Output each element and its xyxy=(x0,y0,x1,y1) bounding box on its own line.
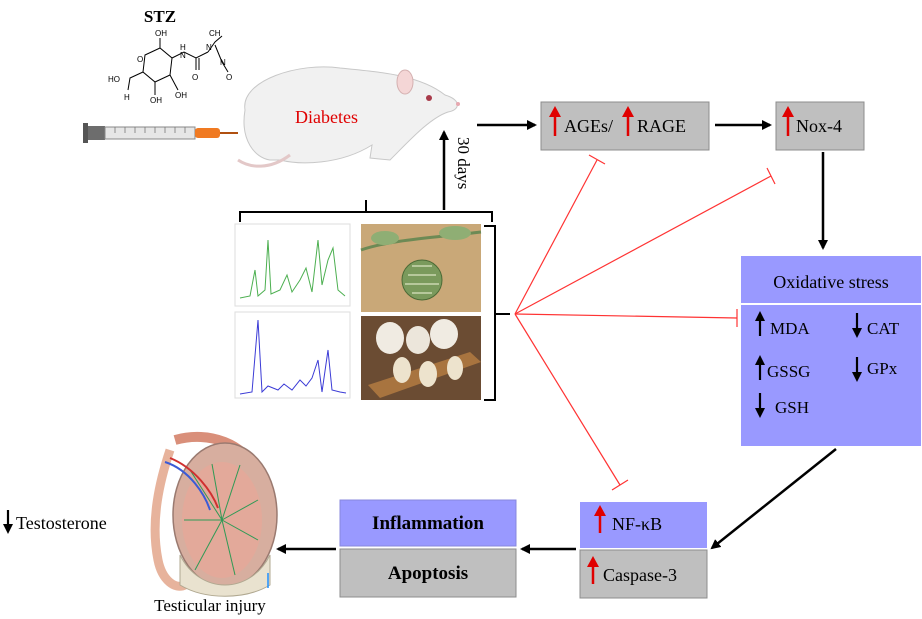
svg-text:OH: OH xyxy=(175,91,187,100)
svg-text:HO: HO xyxy=(108,75,120,84)
svg-text:N: N xyxy=(220,58,226,67)
svg-text:OH: OH xyxy=(150,96,162,105)
oxidative-stress-title: Oxidative stress xyxy=(773,272,888,292)
down-arrow-icon xyxy=(755,313,862,418)
caspase3-box xyxy=(579,549,708,599)
diabetes-label: Diabetes xyxy=(295,107,358,127)
svg-text:H: H xyxy=(180,43,186,52)
gpx-label: GPx xyxy=(867,359,898,378)
inflammation-label: Inflammation xyxy=(372,513,484,534)
svg-text:CH: CH xyxy=(209,29,221,38)
testosterone-label: Testosterone xyxy=(16,513,107,533)
svg-text:N: N xyxy=(180,51,186,60)
inflammation-box xyxy=(339,499,517,547)
inhibition-lines xyxy=(514,154,776,491)
up-arrow-icon xyxy=(782,106,794,136)
cat-label: CAT xyxy=(867,319,900,338)
up-arrow-icon xyxy=(587,556,599,584)
stz-label: STZ xyxy=(144,7,176,26)
apoptosis-box xyxy=(339,548,517,598)
garlic-image xyxy=(361,316,481,400)
syringe-icon xyxy=(83,123,238,143)
svg-text:O: O xyxy=(226,73,232,82)
stz-structure-icon: OH H N N CH O N O O HO H OH OH xyxy=(108,29,232,105)
up-arrow-icon xyxy=(594,505,606,533)
svg-text:O: O xyxy=(137,55,143,64)
ages-rage-box xyxy=(540,101,710,151)
testicular-injury-label: Testicular injury xyxy=(154,596,266,615)
treatment-bracket xyxy=(239,200,510,401)
duration-label: 30 days xyxy=(454,137,473,189)
up-arrow-icon xyxy=(755,311,765,380)
ages-label: AGEs/ xyxy=(564,116,613,136)
apoptosis-label: Apoptosis xyxy=(388,563,468,584)
oxidative-stress-box xyxy=(741,256,921,446)
rage-label: RAGE xyxy=(637,116,686,136)
caspase3-label: Caspase-3 xyxy=(603,565,677,585)
gssg-label: GSSG xyxy=(767,362,810,381)
nox4-box xyxy=(775,101,865,151)
nox4-label: Nox-4 xyxy=(796,116,842,136)
svg-text:N: N xyxy=(206,43,212,52)
testis-image xyxy=(150,431,278,597)
melon-plant-image xyxy=(360,224,482,312)
rat-image xyxy=(237,66,460,168)
down-arrow-icon xyxy=(3,510,13,534)
svg-text:H: H xyxy=(124,93,130,102)
svg-text:OH: OH xyxy=(155,29,167,38)
mda-label: MDA xyxy=(770,319,810,338)
up-arrow-icon xyxy=(549,106,634,136)
svg-text:O: O xyxy=(192,73,198,82)
chromatogram-image xyxy=(234,223,351,399)
nfkb-label: NF-κB xyxy=(612,514,662,534)
gsh-label: GSH xyxy=(775,398,809,417)
